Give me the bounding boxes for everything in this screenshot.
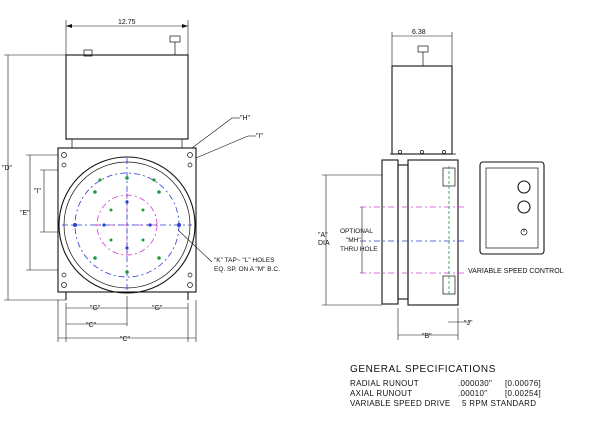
spec-row-0-value: .000030" bbox=[458, 379, 492, 388]
spec-row-0-name: RADIAL RUNOUT bbox=[350, 379, 419, 388]
side-knob bbox=[417, 45, 429, 53]
note-tap-1: "K" TAP~ "L" HOLES bbox=[214, 257, 275, 264]
dim-G-left: "G" bbox=[90, 305, 101, 312]
dim-half-C: "C" bbox=[86, 322, 97, 329]
dim-B: "B" bbox=[422, 333, 432, 340]
dim-overall-width: 12.75 bbox=[118, 19, 136, 26]
spec-row-2-name: VARIABLE SPEED DRIVE bbox=[350, 399, 451, 408]
motor-knob-left bbox=[83, 49, 93, 57]
note-optional-3: THRU HOLE bbox=[340, 246, 378, 253]
spec-row-2-value: 5 RPM STANDARD bbox=[462, 399, 536, 408]
base-plate bbox=[57, 147, 197, 293]
dim-G-right: "G" bbox=[152, 305, 163, 312]
dim-D: "D" bbox=[2, 165, 13, 172]
control-knob-top bbox=[517, 180, 531, 194]
motor-housing bbox=[65, 54, 189, 140]
dim-J: "J" bbox=[464, 320, 473, 327]
dim-E: "E" bbox=[20, 210, 30, 217]
dim-I-top: "I" bbox=[256, 133, 263, 140]
side-view: 6.38 "A" DIA OPTIONAL "MH" THRU HOLE bbox=[318, 29, 473, 340]
note-optional-2: "MH" bbox=[346, 237, 361, 244]
dim-H: "H" bbox=[240, 115, 251, 122]
general-specifications: GENERAL SPECIFICATIONS RADIAL RUNOUT .00… bbox=[350, 364, 541, 408]
dim-I-left: "I" bbox=[34, 188, 41, 195]
dim-side-width: 6.38 bbox=[412, 29, 426, 36]
side-table-flange bbox=[381, 159, 399, 305]
dim-C: "C" bbox=[120, 336, 131, 343]
motor-knob-right bbox=[169, 35, 181, 43]
side-motor-housing bbox=[391, 65, 453, 155]
variable-speed-control-box: VARIABLE SPEED CONTROL bbox=[468, 161, 564, 275]
spec-row-1-metric: [0.00254] bbox=[505, 389, 541, 398]
control-knob-bottom bbox=[517, 200, 531, 214]
note-optional-1: OPTIONAL bbox=[340, 228, 373, 235]
dim-A: "A" bbox=[318, 232, 328, 239]
spec-row-1-name: AXIAL RUNOUT bbox=[350, 389, 412, 398]
side-body bbox=[407, 159, 459, 306]
note-tap-2: EQ. SP. ON A "M" B.C. bbox=[214, 266, 280, 273]
specs-title: GENERAL SPECIFICATIONS bbox=[350, 364, 496, 375]
dim-A-dia: DIA bbox=[318, 240, 330, 247]
table-outer bbox=[58, 156, 196, 294]
spec-row-0-metric: [0.00076] bbox=[505, 379, 541, 388]
spec-row-1-value: .00010" bbox=[458, 389, 487, 398]
front-view: 12.75 bbox=[2, 19, 280, 343]
label-variable-speed-control: VARIABLE SPEED CONTROL bbox=[468, 268, 564, 275]
